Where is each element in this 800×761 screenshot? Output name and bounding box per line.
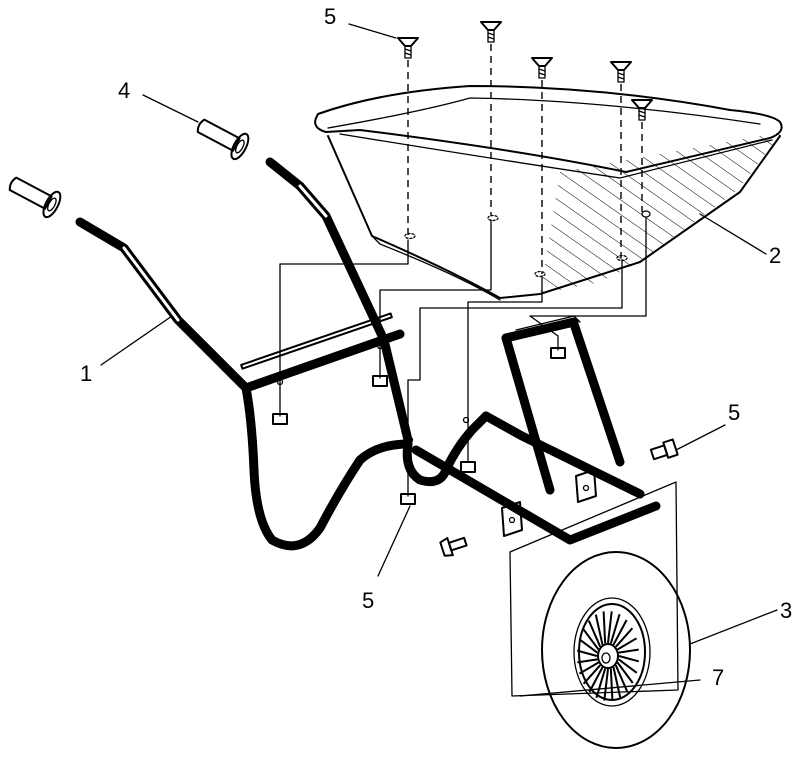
- wheel-spoke: [588, 666, 604, 693]
- callout-4: 4: [118, 78, 130, 103]
- callout-3: 3: [780, 598, 792, 623]
- wheel: [541, 551, 691, 749]
- callout-5-bottom: 5: [362, 588, 374, 613]
- wheel-spoke: [618, 648, 639, 654]
- axle-bolts: [439, 438, 679, 557]
- wheel-spoke: [618, 655, 640, 663]
- wheel-plane: [509, 481, 679, 697]
- callout-5-top: 5: [324, 4, 336, 29]
- wheel-spoke: [607, 611, 613, 644]
- frame: [75, 157, 661, 551]
- wheel-spoke: [609, 668, 614, 701]
- wheel-spoke: [578, 638, 598, 654]
- wheel-spoke: [602, 611, 607, 644]
- callout-2: 2: [769, 243, 781, 268]
- wheel-spoke: [612, 667, 622, 698]
- callout-leaders: [100, 23, 778, 697]
- grip-right: [196, 118, 250, 161]
- wheel-hub: [576, 611, 640, 701]
- screw: [480, 21, 502, 43]
- tub: [314, 85, 783, 301]
- wheel-spoke: [595, 668, 607, 699]
- handle-grips: [8, 118, 250, 219]
- wheel-spoke: [609, 613, 621, 644]
- axle-bolt-right: [649, 438, 679, 461]
- callout-1: 1: [80, 361, 92, 386]
- wheel-spoke: [578, 661, 599, 675]
- wheel-spoke: [587, 620, 602, 648]
- wheel-spoke: [618, 658, 638, 674]
- wheel-spoke: [577, 658, 598, 664]
- front-stay: [501, 315, 625, 537]
- frame-nuts: [272, 347, 566, 505]
- wheel-spoke: [617, 637, 638, 651]
- axle-bolt-left: [439, 536, 468, 557]
- screw: [397, 37, 419, 59]
- wheel-spoke: [582, 628, 600, 651]
- callout-5-right: 5: [728, 400, 740, 425]
- screw: [631, 99, 653, 121]
- wheel-spoke: [615, 627, 634, 648]
- screw: [610, 61, 632, 83]
- wheel-spoke: [594, 614, 604, 645]
- wheel-spoke: [612, 619, 628, 646]
- wheel-spoke: [576, 649, 598, 657]
- callout-7: 7: [712, 665, 724, 690]
- alignment-lines: [407, 44, 643, 274]
- wheel-spoke: [582, 664, 601, 685]
- grip-left: [8, 176, 62, 219]
- tub-screws: [397, 21, 653, 121]
- screw: [531, 57, 553, 79]
- wheel-spoke: [616, 661, 634, 684]
- wheel-spoke: [603, 668, 609, 701]
- callout-labels: 1 2 3 4 5 5 5 7: [80, 4, 792, 690]
